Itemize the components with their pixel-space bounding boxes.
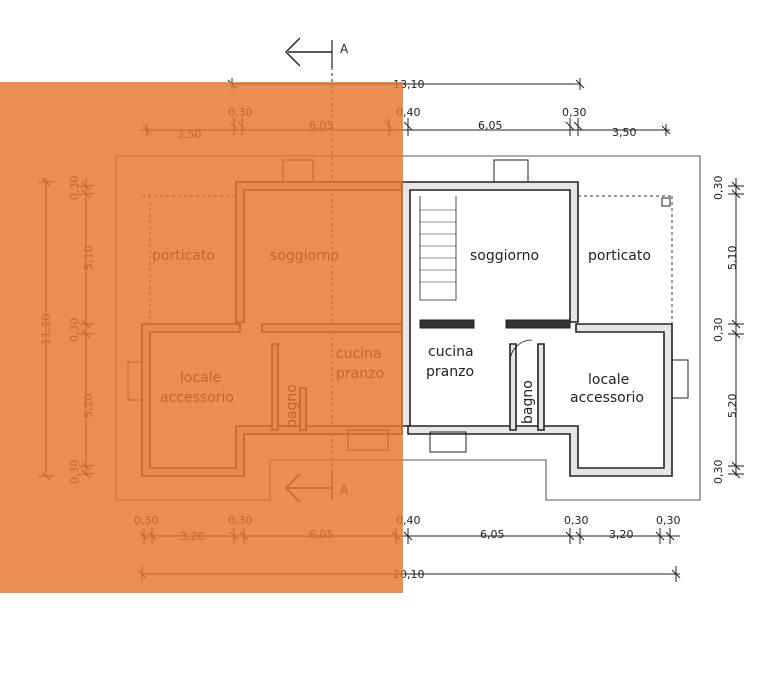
dim-top-total: 13,10 (393, 78, 425, 91)
room-right-bagno: bagno (520, 380, 536, 424)
dim-bottom-2: 3,20 (180, 530, 205, 543)
dim-left-4: 5,20 (82, 394, 95, 419)
room-left-porticato: porticato (152, 248, 215, 264)
room-right-pranzo: pranzo (426, 364, 474, 380)
dim-top-2: 3,50 (177, 128, 202, 141)
left-unit-walls (127, 159, 403, 477)
dim-bottom-4: 6,05 (309, 528, 334, 541)
dim-top-6: 0,30 (562, 106, 587, 119)
room-right-cucina: cucina (428, 344, 474, 360)
dim-bottom-total: 20,10 (393, 568, 425, 581)
top-dimensions: 13,10 0,30 3,50 6,05 0,40 6,05 0,30 3,50 (140, 78, 671, 141)
right-dimensions: 0,30 5,10 0,30 5,20 0,30 (712, 176, 744, 485)
left-room-labels: porticato soggiorno cucina pranzo locale… (152, 248, 384, 428)
dim-bottom-1: 0,30 (134, 514, 159, 527)
room-right-porticato: porticato (588, 248, 651, 264)
window-right-1 (419, 319, 475, 329)
dim-left-3: 0,30 (68, 318, 81, 343)
dim-right-4: 5,20 (726, 394, 739, 419)
room-right-soggiorno: soggiorno (470, 248, 539, 264)
dim-bottom-5: 0,40 (396, 514, 421, 527)
right-room-labels: soggiorno porticato cucina pranzo locale… (426, 248, 651, 424)
dim-right-3: 0,30 (712, 318, 725, 343)
dim-top-4: 0,40 (396, 106, 421, 119)
section-label-top: A (340, 42, 349, 56)
dim-left-5: 0,30 (68, 460, 81, 485)
dim-left-1: 0,30 (68, 176, 81, 201)
room-left-soggiorno: soggiorno (270, 248, 339, 264)
dim-right-2: 5,10 (726, 246, 739, 271)
left-dimensions: 11,20 0,30 5,10 0,30 5,20 0,30 (38, 176, 95, 485)
bottom-dimensions: 0,30 3,20 0,30 6,05 0,40 6,05 0,30 3,20 … (134, 514, 681, 582)
right-unit-walls (401, 159, 689, 477)
window-right-2 (505, 319, 571, 329)
dim-left-total: 11,20 (40, 314, 53, 346)
dim-bottom-9: 0,30 (656, 514, 681, 527)
dim-top-7: 3,50 (612, 126, 637, 139)
dim-bottom-7: 0,30 (564, 514, 589, 527)
room-left-pranzo: pranzo (336, 366, 384, 382)
dim-bottom-3: 0,30 (228, 514, 253, 527)
room-left-cucina: cucina (336, 346, 382, 362)
section-label-bottom: A (340, 483, 349, 497)
dim-right-5: 0,30 (712, 460, 725, 485)
room-right-locale: locale (588, 372, 629, 388)
dim-bottom-6: 6,05 (480, 528, 505, 541)
dim-top-3: 6,05 (309, 119, 334, 132)
room-left-locale: locale (180, 370, 221, 386)
room-right-accessorio: accessorio (570, 390, 644, 406)
dim-right-1: 0,30 (712, 176, 725, 201)
dim-bottom-8: 3,20 (609, 528, 634, 541)
dim-top-5: 6,05 (478, 119, 503, 132)
dim-top-1: 0,30 (228, 106, 253, 119)
room-left-bagno: bagno (284, 384, 300, 428)
dim-left-2: 5,10 (82, 246, 95, 271)
room-left-accessorio: accessorio (160, 390, 234, 406)
